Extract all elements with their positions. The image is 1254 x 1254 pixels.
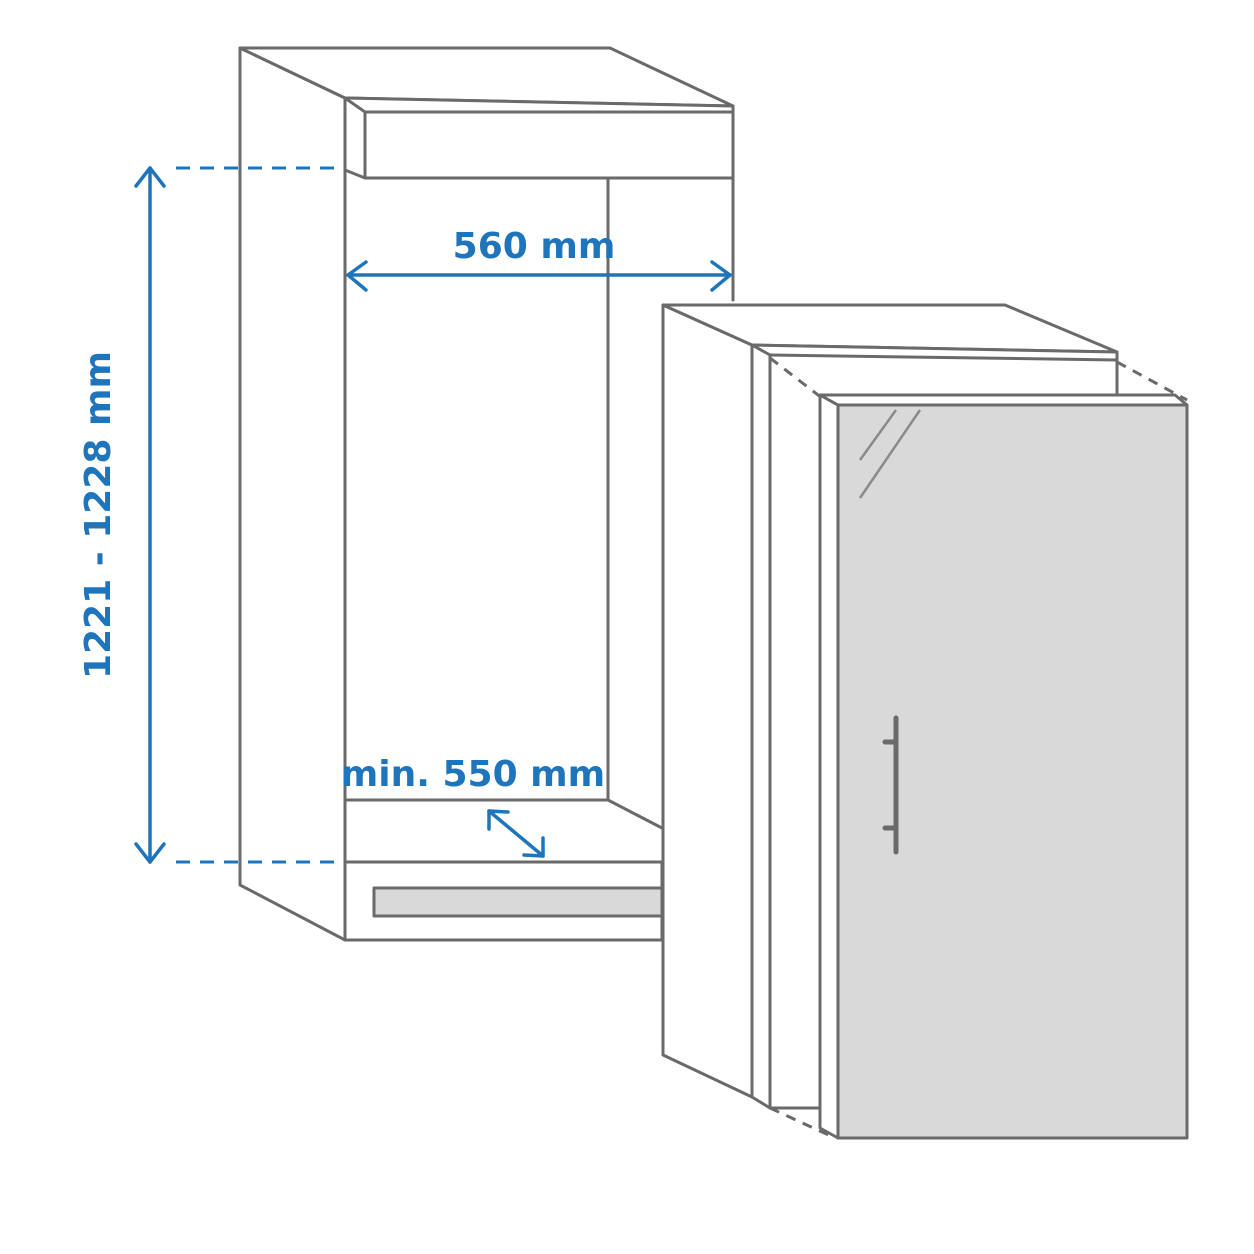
depth-arrow-start: [487, 809, 510, 831]
height-label: 1221 - 1228 mm: [78, 351, 119, 679]
depth-dimension: min. 550 mm: [341, 754, 605, 858]
fridge-side: [661, 303, 754, 1099]
depth-arrow-line: [487, 809, 545, 858]
width-label: 560 mm: [453, 226, 616, 267]
door-edge: [818, 393, 840, 1140]
width-arrow-left: [346, 260, 368, 292]
width-arrow-right: [710, 260, 732, 292]
fridge-unit: [661, 303, 1189, 1140]
height-dimension: 1221 - 1228 mm: [78, 166, 340, 864]
cabinet-top-rail: [343, 96, 735, 180]
door-glint: [858, 409, 898, 461]
door-handle: [882, 715, 899, 855]
depth-label: min. 550 mm: [341, 754, 605, 795]
cabinet-niche: [238, 46, 735, 942]
cabinet-side-panel: [238, 46, 347, 942]
width-dimension: 560 mm: [346, 226, 732, 292]
depth-arrow-end: [522, 836, 545, 858]
plinth-vent: [372, 886, 664, 918]
height-arrow-top: [134, 166, 166, 188]
height-arrow-bottom: [134, 842, 166, 864]
fridge-door: [836, 403, 1189, 1140]
